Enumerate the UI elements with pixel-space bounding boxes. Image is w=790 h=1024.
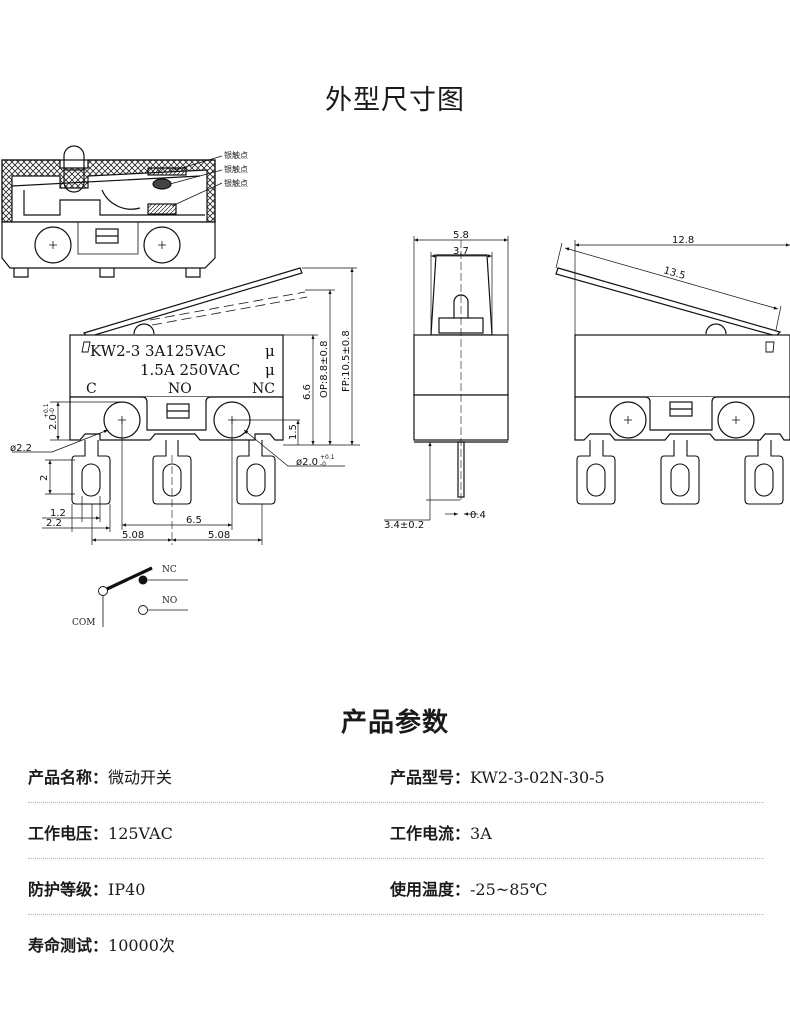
param-label: 工作电压： <box>28 824 109 843</box>
dim-phi-left: ø2.2 <box>10 443 32 454</box>
contact-label-3: 银触点 <box>224 178 248 188</box>
row-divider <box>28 802 764 803</box>
dim-phi-right-tol-minus: -0 <box>320 461 326 468</box>
dim-pin-slot: 1.2 <box>50 508 66 519</box>
dim-pin-length: 3.4±0.2 <box>384 520 424 531</box>
param-value: 3A <box>470 824 492 843</box>
param-value: IP40 <box>108 880 146 899</box>
param-value: KW2-3-02N-30-5 <box>470 768 605 787</box>
marking-line-2: 1.5A 250VAC <box>140 361 240 379</box>
param-current: 工作电流：3A <box>390 820 492 844</box>
params-row: 防护等级：IP40 使用温度：-25~85℃ <box>28 876 764 932</box>
dim-pin-height: 2 <box>39 475 50 481</box>
cross-section-view <box>1 145 223 278</box>
ul-mark-1: μ <box>265 342 275 360</box>
dimensions-title: 外型尺寸图 <box>325 85 465 116</box>
schematic-no-label: NO <box>162 596 177 606</box>
switch-schematic <box>98 566 188 627</box>
schematic-nc-label: NC <box>162 565 177 575</box>
row-divider <box>28 914 764 915</box>
params-row: 产品名称：微动开关 产品型号：KW2-3-02N-30-5 <box>28 764 764 820</box>
param-value: -25~85℃ <box>470 880 548 899</box>
params-title: 产品参数 <box>340 708 449 738</box>
dim-pitch-right: 5.08 <box>208 530 230 541</box>
param-label: 使用温度： <box>390 880 471 899</box>
dim-actuator: 3.7 <box>453 246 469 257</box>
dim-width: 5.8 <box>453 230 469 241</box>
terminal-nc-label: NC <box>252 381 275 397</box>
row-divider <box>28 858 764 859</box>
param-temperature: 使用温度：-25~85℃ <box>390 876 547 900</box>
param-label: 产品型号： <box>390 768 471 787</box>
dim-length: 12.8 <box>672 235 694 246</box>
dim-mount-offset: 1.5 <box>288 424 299 440</box>
param-model: 产品型号：KW2-3-02N-30-5 <box>390 764 605 788</box>
side-view <box>384 236 509 521</box>
dim-pin-width: 2.2 <box>46 518 62 529</box>
dim-pin-thickness: 0.4 <box>470 510 486 521</box>
dim-op: OP:8.8±0.8 <box>319 341 330 398</box>
dimension-drawing: 银触点 银触点 银触点 <box>1 145 790 628</box>
param-label: 防护等级： <box>28 880 109 899</box>
front-view <box>12 267 360 545</box>
contact-label-1: 银触点 <box>224 150 248 160</box>
dim-phi-right-tol-plus: +0.1 <box>320 454 335 461</box>
contact-label-2: 银触点 <box>224 164 248 174</box>
param-label: 产品名称： <box>28 768 109 787</box>
dim-hole-pitch: 6.5 <box>186 515 202 526</box>
schematic-com-label: COM <box>72 618 95 628</box>
dim-hole-left-tol-plus: +0.1 <box>43 403 50 418</box>
terminal-c-label: C <box>86 381 97 397</box>
param-protection: 防护等级：IP40 <box>28 876 145 900</box>
dim-phi-right: ø2.0 <box>296 457 318 468</box>
param-lifetime: 寿命测试：10000次 <box>28 932 175 956</box>
terminal-no-label: NO <box>168 381 192 397</box>
params-row: 工作电压：125VAC 工作电流：3A <box>28 820 764 876</box>
param-product-name: 产品名称：微动开关 <box>28 764 172 788</box>
dim-fp: FP:10.5±0.8 <box>341 330 352 392</box>
dim-pitch-left: 5.08 <box>122 530 144 541</box>
param-voltage: 工作电压：125VAC <box>28 820 173 844</box>
param-value: 10000次 <box>108 936 175 955</box>
params-row: 寿命测试：10000次 <box>28 932 764 988</box>
dim-hole-left-tol-minus: -0 <box>49 408 56 414</box>
param-value: 125VAC <box>108 824 173 843</box>
marking-line-1: KW2-3 3A125VAC <box>90 342 226 360</box>
back-view <box>555 240 790 505</box>
param-value: 微动开关 <box>108 768 173 787</box>
dim-height: 6.6 <box>302 384 313 400</box>
param-label: 寿命测试： <box>28 936 109 955</box>
param-label: 工作电流： <box>390 824 471 843</box>
dim-hole-left: 2.0 <box>48 414 59 430</box>
ul-mark-2: μ <box>265 361 275 379</box>
